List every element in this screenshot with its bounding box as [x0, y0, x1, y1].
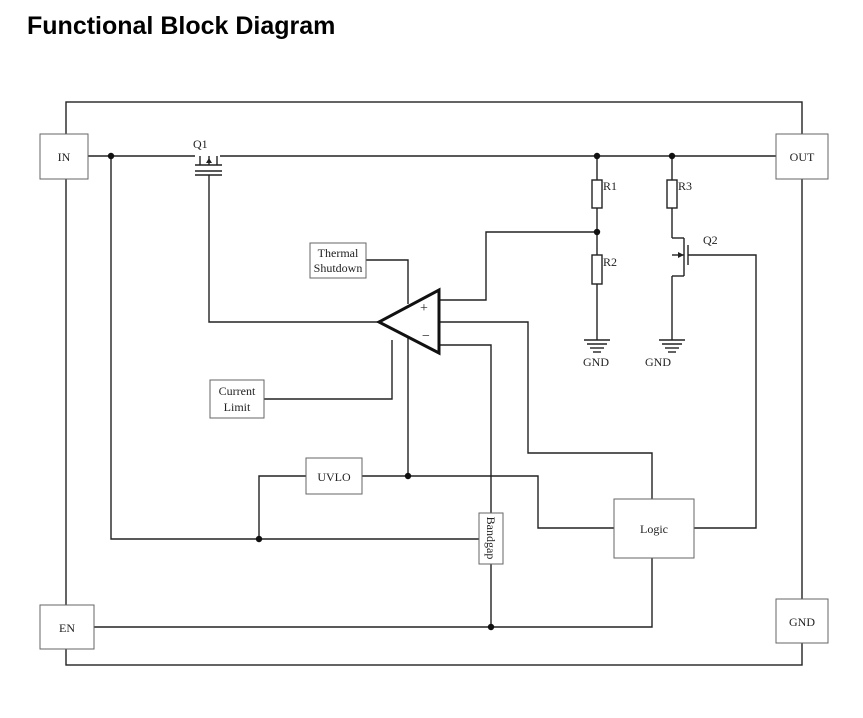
logic-label: Logic	[640, 522, 668, 536]
pin-out-box	[775, 133, 829, 180]
pin-en-label: EN	[59, 621, 75, 635]
pin-gnd-label: GND	[789, 615, 815, 629]
r1-resistor	[591, 179, 603, 209]
r2-resistor	[591, 254, 603, 285]
uvlo-label: UVLO	[317, 470, 351, 484]
r3-label: R3	[678, 179, 692, 193]
junction-dot	[107, 152, 115, 160]
junction-dot	[593, 228, 601, 236]
junction-dot	[487, 623, 495, 631]
current-limit-label-line1: Current	[219, 384, 256, 398]
r2-label: R2	[603, 255, 617, 269]
q2-transistor	[672, 237, 689, 277]
thermal-shutdown-label-line2: Shutdown	[314, 261, 363, 275]
gnd-label-q2: GND	[645, 355, 671, 369]
thermal-shutdown-label-line1: Thermal	[318, 246, 359, 260]
error-amplifier	[375, 287, 441, 356]
current-limit-block	[209, 379, 265, 419]
junction-dot	[668, 152, 676, 160]
chip-outline	[65, 101, 803, 666]
current-limit-label-line2: Limit	[224, 400, 251, 414]
thermal-shutdown-block	[309, 242, 367, 279]
q1-label: Q1	[193, 137, 208, 151]
page-title: Functional Block Diagram	[27, 12, 336, 40]
uvlo-block	[305, 457, 363, 495]
q1-transistor	[195, 156, 222, 176]
amp-plus-sign: +	[420, 301, 428, 316]
logic-block	[613, 498, 695, 559]
q2-label: Q2	[703, 233, 718, 247]
r3-resistor	[666, 179, 678, 209]
ground-symbol	[584, 339, 610, 353]
junction-dots	[107, 152, 676, 631]
pin-in-box	[39, 133, 89, 180]
junction-dot	[255, 535, 263, 543]
junction-dot	[593, 152, 601, 160]
pin-in-label: IN	[58, 150, 71, 164]
pin-gnd-box	[775, 598, 829, 644]
bandgap-block	[478, 512, 504, 565]
bandgap-label: Bandgap	[484, 517, 498, 560]
amp-minus-sign: −	[422, 329, 430, 344]
ground-symbol	[659, 339, 685, 353]
gnd-label-r2: GND	[583, 355, 609, 369]
pin-en-box	[39, 604, 95, 650]
r1-label: R1	[603, 179, 617, 193]
junction-dot	[404, 472, 412, 480]
pin-out-label: OUT	[790, 150, 815, 164]
